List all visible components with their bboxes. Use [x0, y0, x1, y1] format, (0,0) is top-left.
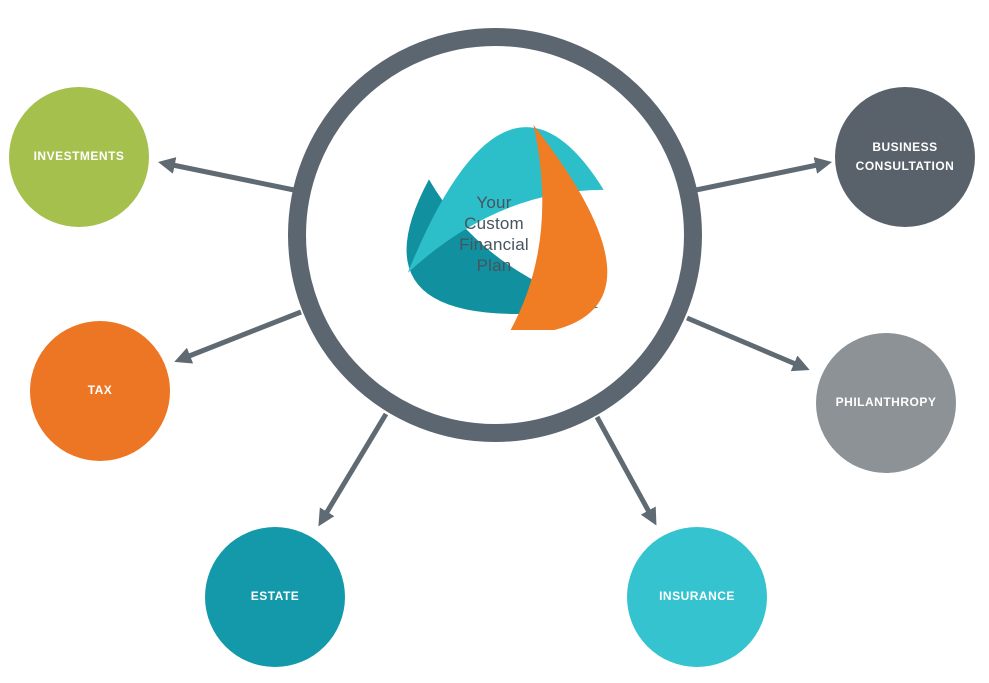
- node-insurance: INSURANCE: [627, 527, 767, 667]
- logo-swoosh-right-icon: [507, 124, 608, 330]
- arrow-business: [695, 157, 832, 193]
- arrow-philanthropy: [686, 315, 810, 372]
- node-philanthropy-label: PHILANTHROPY: [835, 395, 937, 410]
- arrow-investments: [158, 157, 295, 193]
- node-insurance-label: INSURANCE: [659, 589, 735, 604]
- node-estate: ESTATE: [205, 527, 345, 667]
- node-business-consultation-label: BUSINESS CONSULTATION: [855, 139, 955, 173]
- node-estate-label: ESTATE: [250, 589, 300, 604]
- node-tax-label: TAX: [87, 383, 113, 398]
- brand-logo-icon: [406, 124, 608, 330]
- node-investments-label: INVESTMENTS: [33, 149, 125, 164]
- arrow-tax: [174, 309, 302, 364]
- arrow-estate: [318, 412, 389, 527]
- node-tax: TAX: [30, 321, 170, 461]
- hub-label: Your Custom Financial Plan: [459, 193, 529, 275]
- node-philanthropy: PHILANTHROPY: [816, 333, 956, 473]
- logo-swoosh-bottom-left-icon: [406, 179, 599, 314]
- node-investments: INVESTMENTS: [9, 87, 149, 227]
- node-business-consultation: BUSINESS CONSULTATION: [835, 87, 975, 227]
- arrow-insurance: [594, 415, 657, 526]
